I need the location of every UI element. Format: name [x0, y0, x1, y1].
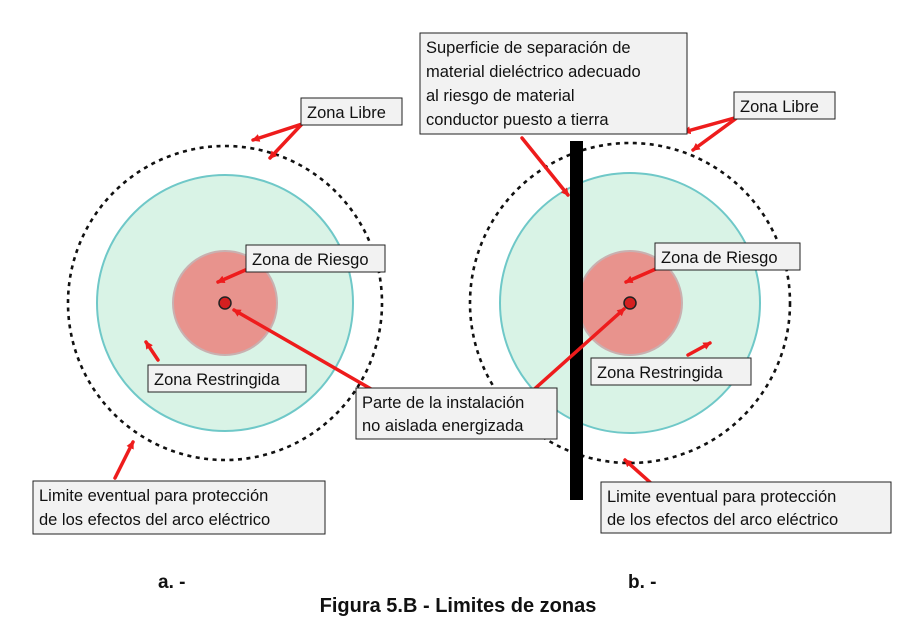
arrow-zona-riesgo-a	[216, 266, 252, 284]
label-zona-restringida-a: Zona Restringida	[147, 364, 307, 393]
figure-caption: Figura 5.B - Limites de zonas	[320, 595, 597, 617]
subfigure-label-a: a. -	[158, 572, 185, 593]
pointer-arrows	[113, 115, 740, 486]
svg-text:Limite eventual para protecció: Limite eventual para protección	[607, 488, 836, 506]
svg-text:material dieléctrico adecuado: material dieléctrico adecuado	[426, 63, 641, 81]
svg-text:Superficie de separación de: Superficie de separación de	[426, 39, 631, 57]
arrow-zona-restringida-a	[144, 340, 160, 362]
arc-flash-boundary-a	[66, 144, 384, 462]
arrow-zona-riesgo-b	[624, 266, 660, 284]
svg-text:Zona de Riesgo: Zona de Riesgo	[252, 251, 369, 269]
energized-part-a	[218, 296, 232, 310]
diagram-a	[66, 144, 384, 462]
label-zona-riesgo-a: Zona de Riesgo	[245, 244, 386, 273]
arrow-zona-libre-b-2	[691, 115, 740, 152]
svg-text:Zona Restringida: Zona Restringida	[154, 371, 280, 389]
arrow-parte-a	[232, 308, 380, 395]
arrow-zona-restringida-b	[686, 341, 712, 357]
arrow-limite-b	[623, 458, 654, 486]
arrow-zona-libre-a-2	[268, 122, 304, 160]
diagram-b	[468, 141, 792, 500]
svg-text:no aislada energizada: no aislada energizada	[362, 417, 524, 435]
energized-part-b	[623, 296, 637, 310]
svg-text:Zona de Riesgo: Zona de Riesgo	[661, 249, 778, 267]
label-zona-restringida-b: Zona Restringida	[590, 357, 752, 386]
arrow-zona-libre-b-1	[682, 115, 740, 135]
svg-text:conductor puesto a tierra: conductor puesto a tierra	[426, 111, 609, 129]
subfigure-label-b: b. -	[628, 572, 657, 593]
label-zona-libre-b: Zona Libre	[733, 91, 836, 120]
arrow-parte-b	[528, 307, 626, 395]
label-parte-instalacion: Parte de la instalación no aislada energ…	[355, 387, 558, 440]
svg-text:Zona Libre: Zona Libre	[307, 104, 386, 122]
arc-flash-boundary-b	[468, 141, 792, 465]
svg-text:Limite eventual para protecció: Limite eventual para protección	[39, 487, 268, 505]
label-zona-libre-a: Zona Libre	[300, 97, 403, 126]
svg-text:Zona Libre: Zona Libre	[740, 98, 819, 116]
label-limite-a: Limite eventual para protección de los e…	[32, 480, 326, 535]
arrow-superficie	[520, 136, 570, 197]
svg-text:al riesgo de material: al riesgo de material	[426, 87, 575, 105]
arrow-zona-libre-a-1	[251, 122, 304, 142]
svg-text:Parte de la instalación: Parte de la instalación	[362, 394, 524, 412]
label-superficie: Superficie de separación de material die…	[419, 32, 688, 135]
arrow-limite-a	[113, 440, 135, 480]
label-zona-riesgo-b: Zona de Riesgo	[654, 242, 801, 271]
dielectric-barrier	[570, 141, 583, 500]
label-limite-b: Limite eventual para protección de los e…	[600, 481, 892, 534]
svg-text:Zona Restringida: Zona Restringida	[597, 364, 723, 382]
svg-text:de los efectos del arco eléctr: de los efectos del arco eléctrico	[39, 511, 270, 529]
svg-text:de los efectos del arco eléctr: de los efectos del arco eléctrico	[607, 511, 838, 529]
